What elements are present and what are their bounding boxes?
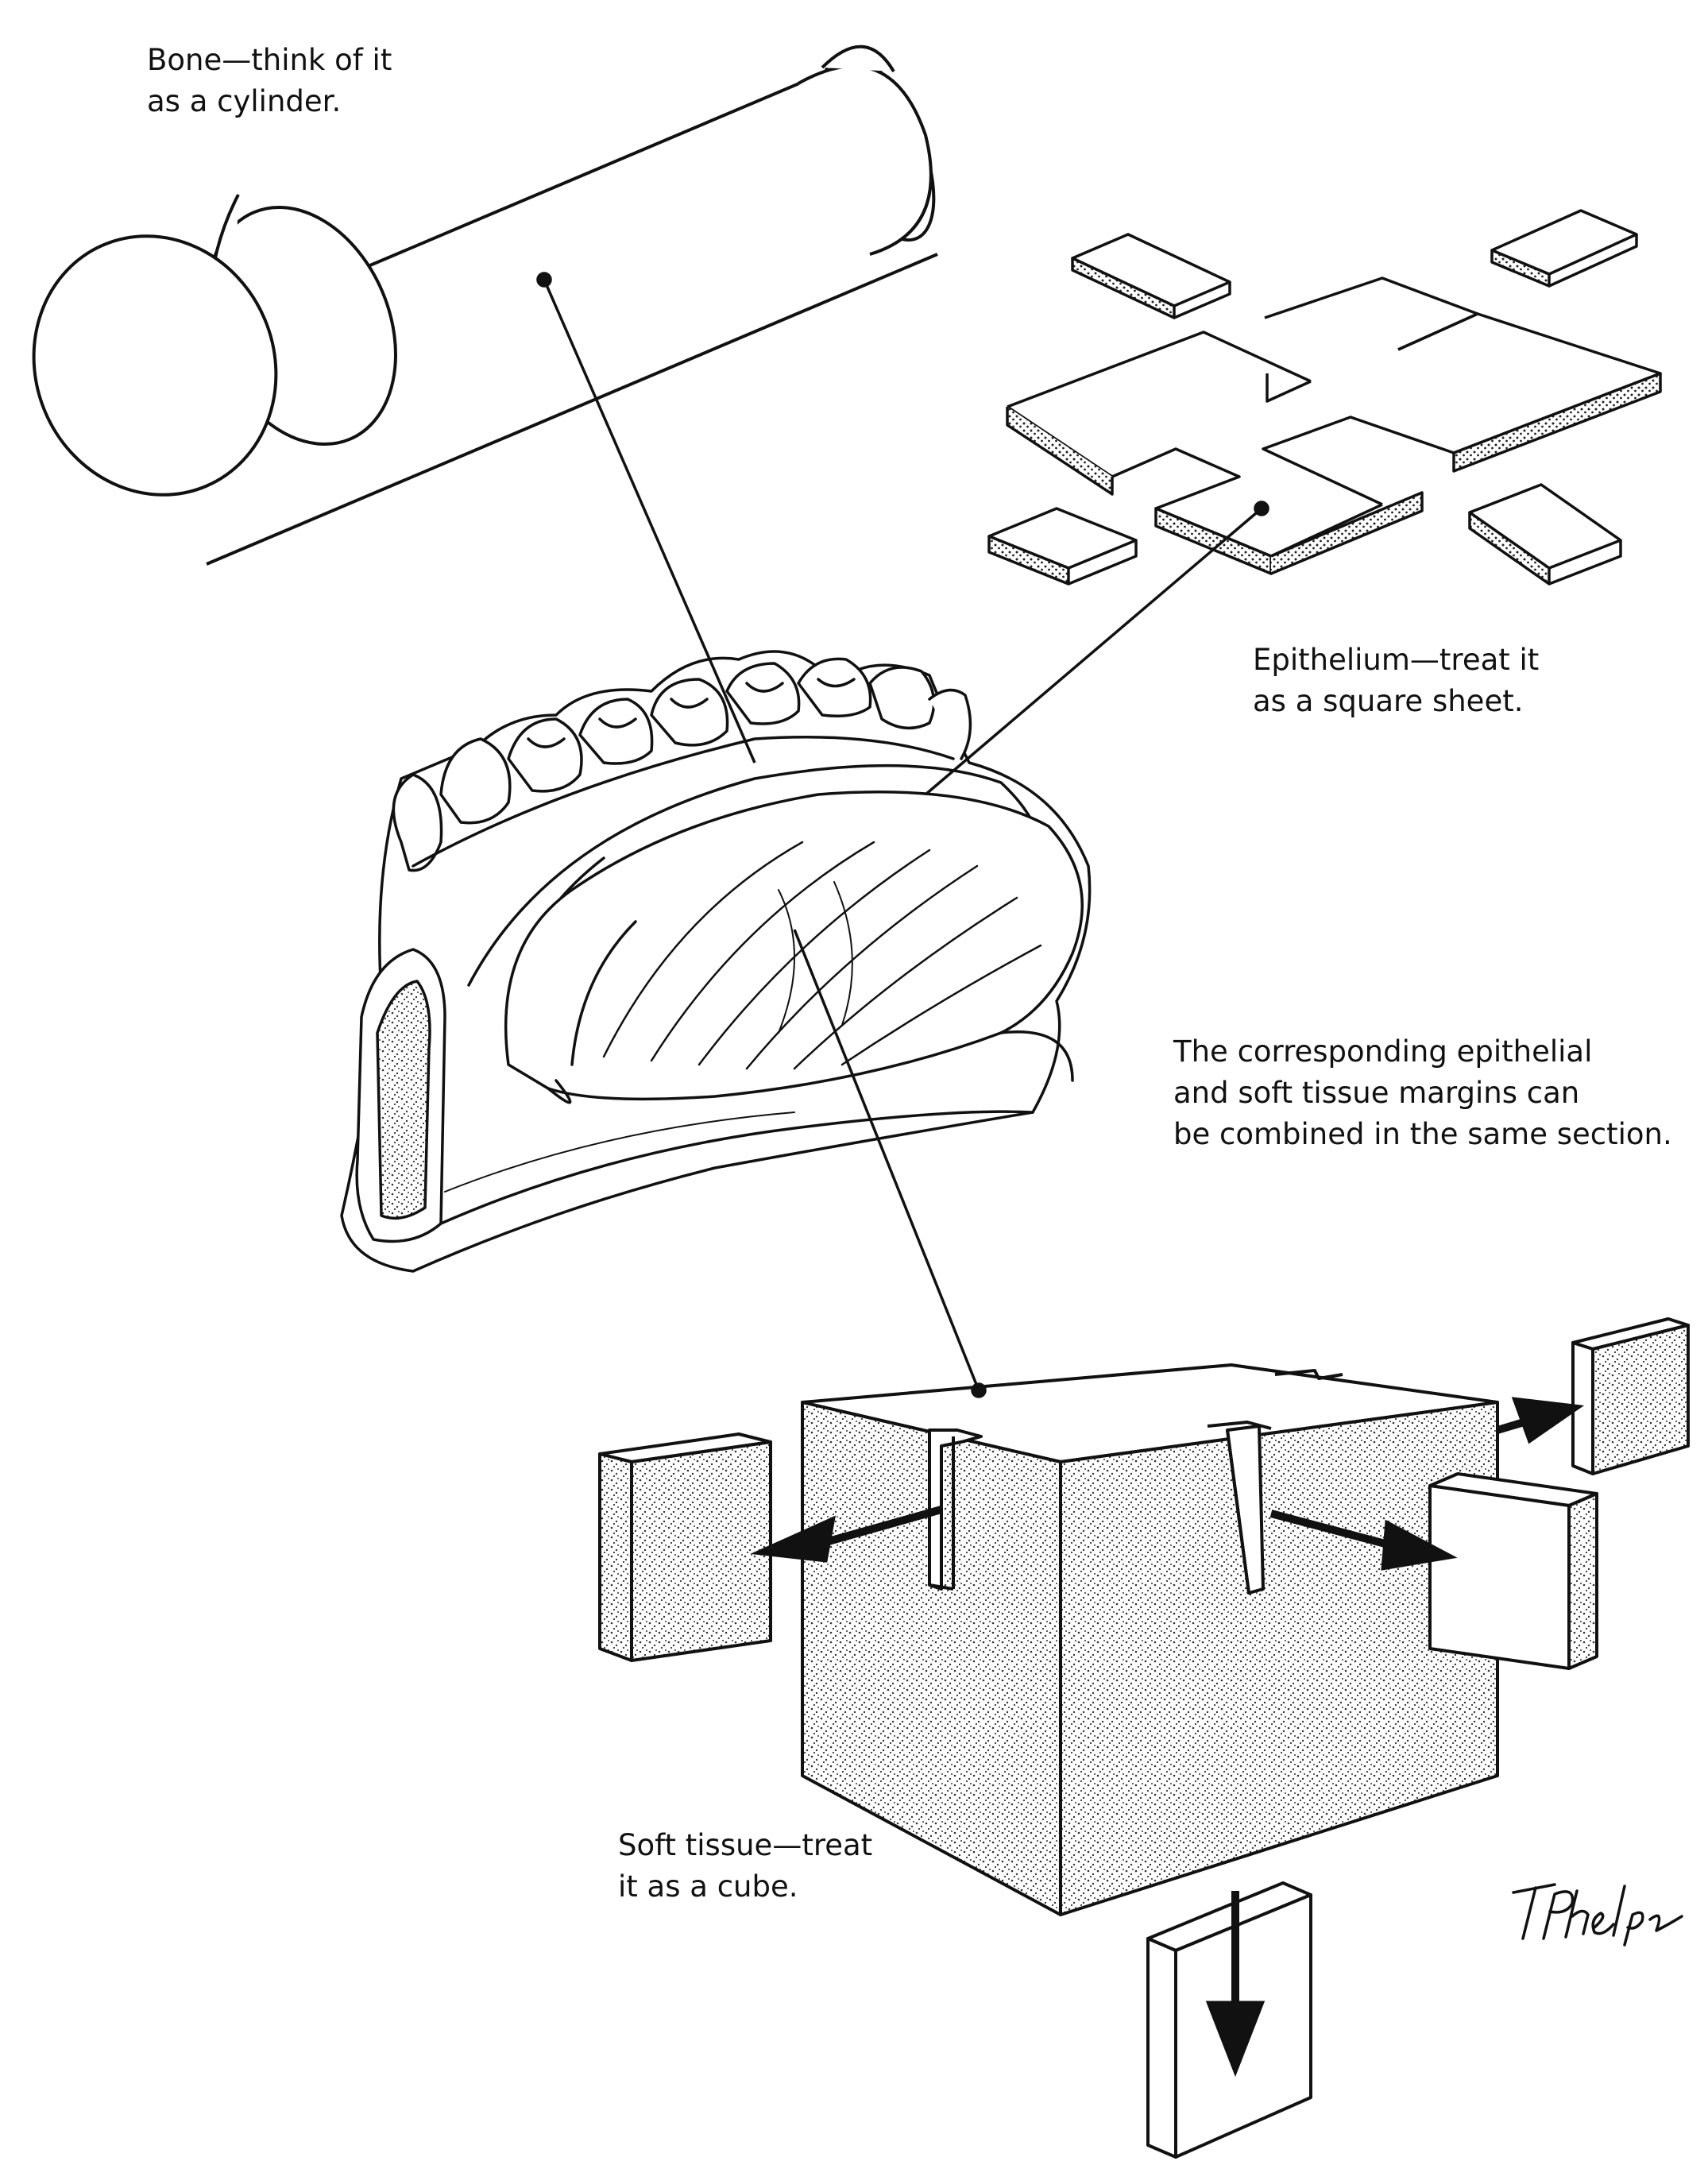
soft-tissue-cube [801,1363,1499,1916]
soft-tissue-label: Soft tissue—treat it as a cube. [618,1825,872,1908]
epithelium-label-line-1: Epithelium—treat it [1253,643,1540,677]
epithelium-label: Epithelium—treat it as a square sheet. [1253,640,1539,722]
bone-label-line-2: as a cylinder. [147,84,342,118]
combined-note-line-3: be combined in the same section. [1173,1117,1672,1151]
bone-cylinder [32,44,938,566]
jaw-specimen [340,650,1092,1273]
combined-note-line-1: The corresponding epithelial [1173,1034,1593,1069]
bone-label: Bone—think of it as a cylinder. [147,40,392,122]
margin-arrows [750,1397,1585,2078]
epithelium-label-line-2: as a square sheet. [1253,684,1524,718]
artist-signature [1512,1883,1683,1947]
leader-lines [536,272,1269,1398]
combined-margins-note: The corresponding epithelial and soft ti… [1173,1031,1672,1155]
soft-tissue-label-line-1: Soft tissue—treat [618,1828,873,1862]
soft-tissue-label-line-2: it as a cube. [618,1869,798,1904]
bone-label-line-1: Bone—think of it [147,43,392,77]
combined-note-line-2: and soft tissue margins can [1173,1076,1580,1110]
epithelium-sheet [987,209,1662,586]
